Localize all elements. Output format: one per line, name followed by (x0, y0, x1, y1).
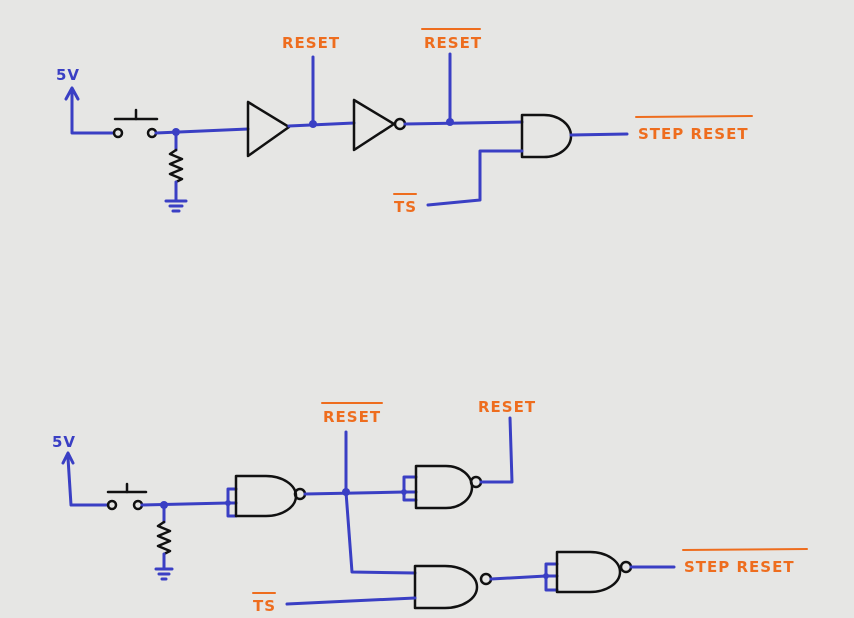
top-inverter-gate (352, 98, 396, 152)
top-inverter-to-and-wire (403, 120, 524, 126)
bottom-resistor (156, 520, 172, 556)
bottom-nand2-output-wire (479, 416, 514, 484)
bottom-circuit: 5V RESET (52, 398, 808, 615)
bottom-nand3-gate (413, 564, 479, 610)
top-supply-label: 5V (56, 66, 80, 84)
bottom-nand2-tie-dot (401, 489, 407, 495)
top-output-overline (635, 115, 753, 118)
top-buffer-to-inverter-wire (287, 121, 356, 128)
top-reset-bar-label: RESET (424, 34, 482, 52)
bottom-nand1-tie-dot (225, 500, 231, 506)
top-output-label: STEP RESET (638, 125, 749, 143)
bottom-nand4-gate (555, 550, 622, 594)
top-and-gate (520, 113, 573, 159)
bottom-reset-label: RESET (478, 398, 536, 416)
top-reset-label: RESET (282, 34, 340, 52)
bottom-supply-wire (66, 456, 110, 507)
bottom-reset-bar-label: RESET (323, 408, 381, 426)
bottom-output-label: STEP RESET (684, 558, 795, 576)
top-pushbutton-switch (112, 108, 159, 139)
bottom-supply-arrow-icon (61, 451, 75, 465)
top-output-wire (569, 132, 629, 137)
bottom-ts-label: TS (253, 597, 276, 615)
bottom-nand4-tie-dot (543, 573, 549, 579)
top-ground-icon (164, 199, 188, 213)
bottom-nand3-output-wire (489, 574, 548, 581)
bottom-nand2-gate (414, 464, 474, 510)
top-ts-wire (426, 149, 524, 207)
top-ts-label: TS (394, 198, 417, 216)
top-circuit: 5V RESET RE (56, 28, 753, 216)
top-supply-arrow-icon (64, 86, 80, 101)
top-buffer-gate (246, 100, 291, 158)
bottom-switch-to-nand-wire (140, 501, 230, 507)
bottom-nand1-output-wire (303, 490, 406, 496)
bottom-output-overline (682, 548, 808, 551)
top-resistor (168, 148, 184, 184)
bottom-branch-down-wire (344, 490, 417, 575)
bottom-ground-icon (154, 567, 174, 581)
bottom-nand1-gate (234, 474, 298, 518)
top-switch-to-buffer-wire (154, 127, 250, 135)
bottom-pushbutton-switch (106, 482, 148, 511)
bottom-supply-label: 5V (52, 433, 76, 451)
bottom-nand2-tied-inputs (402, 475, 418, 502)
top-supply-wire (70, 90, 115, 135)
bottom-ts-wire (285, 596, 417, 606)
